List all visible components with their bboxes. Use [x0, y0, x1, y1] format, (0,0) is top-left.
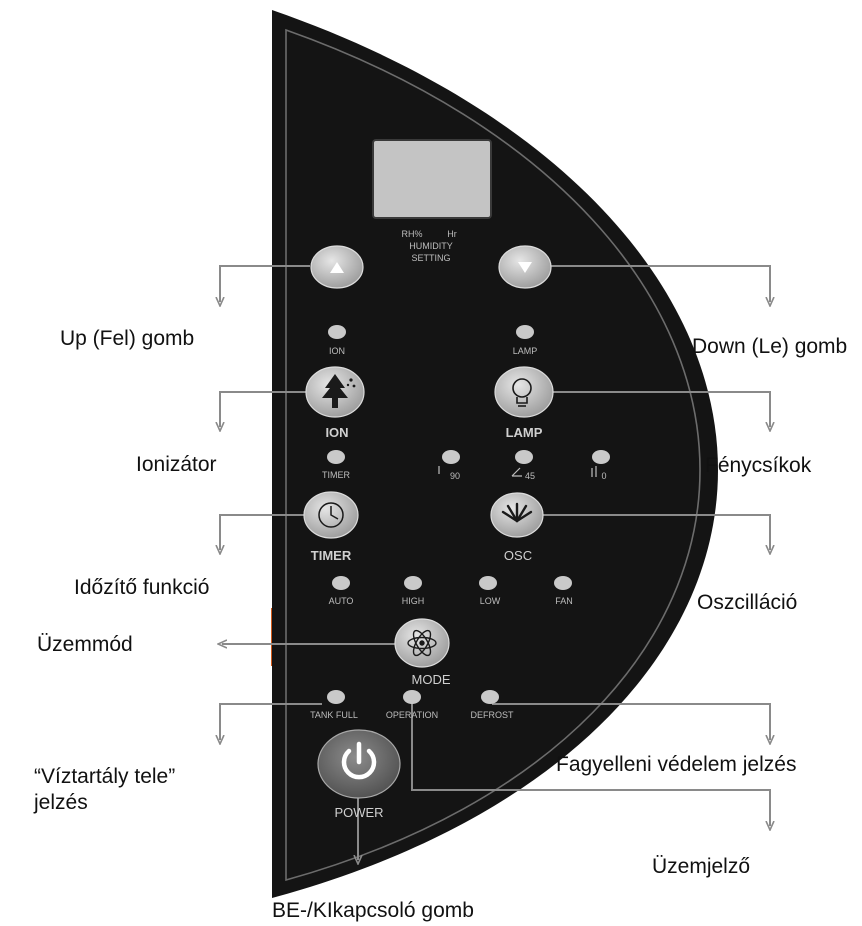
up-button[interactable] — [310, 245, 364, 289]
osc-0-indicator: 0 — [591, 450, 610, 481]
leader-operation — [411, 694, 770, 826]
leader-tank-full — [220, 703, 322, 740]
operation-indicator: OPERATION — [386, 690, 438, 720]
timer-button[interactable]: TIMER — [303, 491, 359, 563]
triangle-down-icon — [518, 262, 532, 273]
timer-indicator: TIMER — [322, 450, 350, 480]
clock-icon — [318, 502, 344, 528]
lamp-indicator: LAMP — [513, 325, 538, 356]
leader-lines — [220, 265, 770, 860]
high-indicator: HIGH — [402, 576, 425, 606]
lamp-button-label: LAMP — [506, 425, 543, 440]
fan-indicator-label: FAN — [555, 596, 573, 606]
osc-45-indicator: 45 — [511, 450, 535, 481]
callout-down-button: Down (Le) gomb — [692, 335, 848, 358]
lamp-indicator-label: LAMP — [513, 346, 538, 356]
leader-timer — [220, 514, 306, 550]
tree-icon — [322, 374, 356, 408]
control-panel-border — [285, 28, 701, 882]
leader-lamp — [530, 391, 770, 427]
timer-indicator-label: TIMER — [322, 470, 350, 480]
callout-timer: Időzítő funkció — [74, 576, 210, 599]
low-indicator: LOW — [479, 576, 501, 606]
leader-frost — [492, 703, 770, 740]
triangle-up-icon — [330, 262, 344, 273]
callout-up-button: Up (Fel) gomb — [60, 327, 195, 350]
low-indicator-label: LOW — [480, 596, 501, 606]
power-icon — [341, 741, 377, 780]
callout-tank-full-line-2: jelzés — [34, 791, 88, 814]
lightbulb-icon — [512, 378, 532, 407]
callout-ionizer: Ionizátor — [136, 453, 217, 476]
callout-lamps: Fénycsíkok — [705, 454, 812, 477]
callout-frost-protection: Fagyelleni védelem jelzés — [556, 753, 797, 776]
callout-power: BE-/KIkapcsoló gomb — [272, 899, 474, 922]
leader-ion — [220, 391, 310, 427]
osc-45-label: 45 — [525, 471, 535, 481]
operation-indicator-label: OPERATION — [386, 710, 438, 720]
display-caption-setting: SETTING — [411, 253, 450, 263]
mode-button[interactable]: MODE — [394, 618, 451, 687]
leader-osc — [540, 514, 770, 550]
display-caption-rh: RH% — [401, 229, 422, 239]
fan-indicator: FAN — [554, 576, 573, 606]
high-indicator-label: HIGH — [402, 596, 425, 606]
osc-0-label: 0 — [601, 471, 606, 481]
lamp-button[interactable]: LAMP — [494, 366, 554, 440]
callout-mode: Üzemmód — [37, 633, 133, 656]
auto-indicator: AUTO — [329, 576, 354, 606]
mode-button-label: MODE — [412, 672, 451, 687]
atom-icon — [407, 629, 437, 657]
display-caption-humidity: HUMIDITY — [409, 241, 453, 251]
power-button-label: POWER — [334, 805, 383, 820]
timer-button-label: TIMER — [311, 548, 352, 563]
leader-down — [530, 265, 770, 302]
oscillation-icon — [501, 502, 533, 523]
osc-button[interactable]: OSC — [490, 492, 544, 563]
humidity-display — [372, 139, 492, 219]
control-panel-body — [272, 10, 718, 898]
callout-tank-full-line-1: “Víztartály tele” — [34, 765, 176, 788]
leader-up — [220, 265, 310, 302]
callout-tank-full: “Víztartály tele” jelzés — [34, 764, 224, 816]
display-caption-hr: Hr — [447, 229, 457, 239]
tank-full-indicator: TANK FULL — [310, 690, 358, 720]
osc-90-indicator: 90 — [438, 450, 460, 481]
auto-indicator-label: AUTO — [329, 596, 354, 606]
angle-0-icon — [591, 466, 597, 477]
ion-indicator-label: ION — [329, 346, 345, 356]
tank-full-indicator-label: TANK FULL — [310, 710, 358, 720]
callout-operation: Üzemjelző — [652, 855, 751, 878]
callout-oscillation: Oszcilláció — [697, 591, 798, 614]
osc-90-label: 90 — [450, 471, 460, 481]
ion-indicator: ION — [328, 325, 346, 356]
defrost-indicator: DEFROST — [470, 690, 514, 720]
osc-button-label: OSC — [504, 548, 532, 563]
ion-button[interactable]: ION — [305, 366, 365, 440]
down-button[interactable] — [498, 245, 552, 289]
angle-45-icon — [511, 467, 522, 477]
defrost-indicator-label: DEFROST — [470, 710, 514, 720]
ion-button-label: ION — [325, 425, 348, 440]
power-button[interactable]: POWER — [317, 729, 401, 820]
